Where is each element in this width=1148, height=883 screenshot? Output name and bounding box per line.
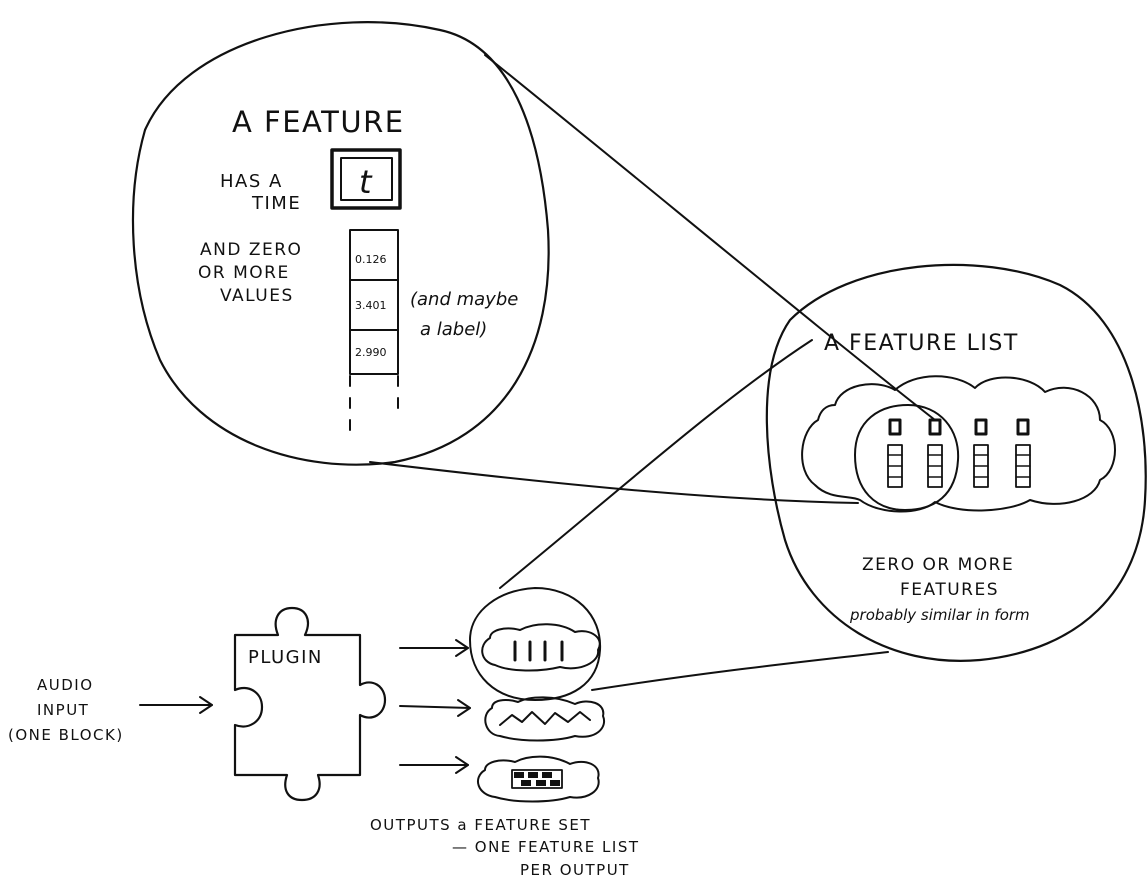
has-a-label: HAS A: [220, 171, 283, 192]
arrow-icon: [139, 696, 213, 714]
zoom-line-lower-list: [591, 651, 889, 691]
output-cloud-3: [476, 755, 600, 803]
mini-feature: [927, 418, 943, 488]
feature-list-caption-line2: FEATURES: [900, 580, 999, 600]
output-bars-1: [513, 640, 564, 662]
label-note-line2: a label): [420, 319, 487, 340]
time-label: TIME: [251, 193, 301, 214]
mini-feature: [1015, 418, 1031, 488]
zoom-line-upper-list: [499, 339, 813, 589]
arrow-icon: [399, 639, 469, 657]
output-grid-3: [511, 769, 563, 789]
plugin-puzzle-piece: [233, 606, 387, 802]
audio-input-line3: (ONE BLOCK): [8, 726, 124, 744]
value-cell: 3.401: [355, 299, 387, 312]
values-label-line3: VALUES: [220, 286, 294, 306]
zoom-line-lower-feature: [369, 461, 859, 504]
outputs-caption-line3: PER OUTPUT: [520, 861, 630, 879]
feature-list-caption-line1: ZERO OR MORE: [862, 555, 1014, 575]
feature-list-title: A FEATURE LIST: [824, 331, 1019, 356]
label-note-line1: (and maybe: [410, 289, 518, 310]
output-zoom-circle: [469, 587, 602, 701]
outputs-caption-line2: — ONE FEATURE LIST: [452, 838, 640, 856]
output-cloud-2: [484, 696, 606, 742]
arrow-icon: [399, 756, 469, 774]
values-label-line2: OR MORE: [198, 263, 290, 283]
time-symbol: t: [359, 163, 373, 201]
arrow-icon: [399, 699, 471, 717]
feature-title: A FEATURE: [232, 105, 405, 139]
feature-list-caption-line3: probably similar in form: [849, 606, 1030, 624]
feature-list-cloud: [801, 375, 1116, 513]
output-waveform: [499, 711, 591, 726]
values-column: [349, 229, 399, 375]
values-label-line1: AND ZERO: [200, 240, 302, 260]
mini-feature: [973, 418, 989, 488]
mini-feature: [887, 418, 903, 488]
outputs-caption-line1: OUTPUTS a FEATURE SET: [370, 816, 591, 834]
time-box-outer: [330, 148, 402, 210]
plugin-label: PLUGIN: [248, 647, 323, 668]
feature-list-bubble: [765, 263, 1147, 662]
audio-input-line1: AUDIO: [37, 676, 94, 694]
value-cell: 0.126: [355, 253, 387, 266]
zoom-line-upper-feature: [484, 54, 936, 421]
feature-bubble: [131, 21, 550, 466]
value-cell: 2.990: [355, 346, 387, 359]
zoom-circle: [854, 404, 960, 511]
time-box-inner: [340, 157, 393, 201]
audio-input-line2: INPUT: [37, 701, 89, 719]
output-cloud-1: [481, 623, 601, 672]
